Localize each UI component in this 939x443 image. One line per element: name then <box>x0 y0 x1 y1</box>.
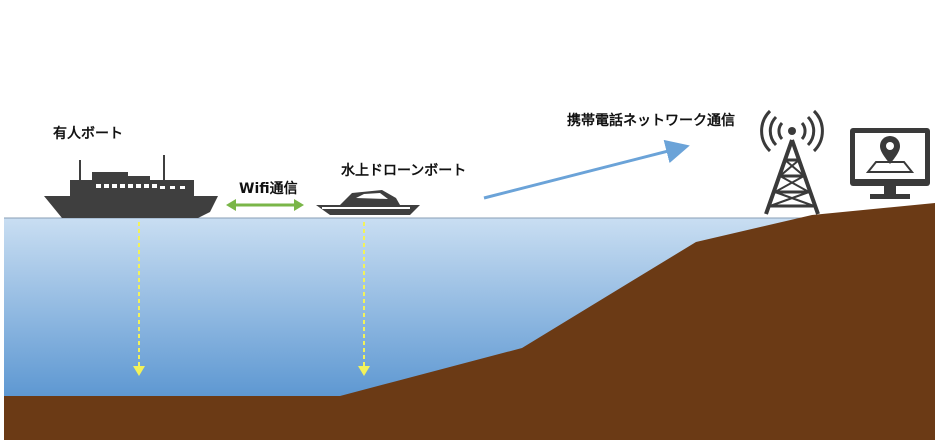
mobile-network-label: 携帯電話ネットワーク通信 <box>567 113 735 129</box>
manned-boat-label: 有人ボート <box>53 126 123 142</box>
sonar-beam-manned <box>133 222 145 376</box>
seabed-ground <box>4 203 935 440</box>
sonar-beam-drone <box>358 222 370 376</box>
wifi-label: Wifi通信 <box>239 181 298 197</box>
monitor-location-icon <box>850 128 930 199</box>
cell-tower-icon <box>760 109 824 215</box>
network-link-arrow <box>483 139 690 200</box>
wifi-link-arrow <box>226 199 304 211</box>
drone-boat-label: 水上ドローンボート <box>341 163 467 179</box>
speedboat-icon <box>316 190 420 215</box>
ship-icon <box>44 155 218 218</box>
